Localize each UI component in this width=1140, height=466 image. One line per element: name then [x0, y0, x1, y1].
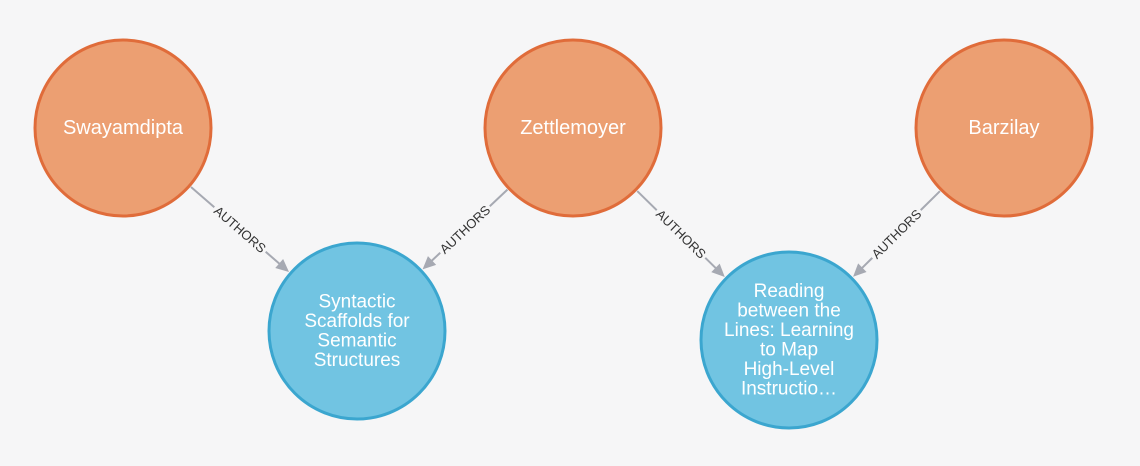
- arrowhead-icon: [422, 256, 437, 270]
- edge-zettlemoyer-paper-reading-between-lines[interactable]: AUTHORS: [636, 190, 725, 277]
- author-node-circle[interactable]: [914, 38, 1094, 218]
- edge-line: [265, 251, 283, 267]
- edge-label: AUTHORS: [869, 206, 925, 262]
- edge-line: [489, 188, 509, 207]
- edge-label: AUTHORS: [653, 206, 709, 261]
- author-node-circle[interactable]: [33, 38, 213, 218]
- node-label: to Map: [760, 339, 818, 360]
- node-barzilay[interactable]: Barzilay: [914, 38, 1094, 218]
- paper-node-circle[interactable]: [699, 250, 879, 430]
- node-label: Reading: [754, 281, 825, 302]
- node-label: between the: [737, 300, 841, 321]
- node-label: Semantic: [317, 330, 396, 351]
- node-swayamdipta[interactable]: Swayamdipta: [33, 38, 213, 218]
- edge-swayamdipta-paper-syntactic-scaffolds[interactable]: AUTHORS: [190, 186, 290, 273]
- author-node-circle[interactable]: [483, 38, 663, 218]
- node-label: Barzilay: [968, 117, 1039, 139]
- node-label: Zettlemoyer: [520, 117, 626, 139]
- edge-label: AUTHORS: [211, 203, 269, 256]
- arrowhead-icon: [711, 263, 725, 277]
- node-label: Lines: Learning: [724, 320, 854, 341]
- arrowhead-icon: [275, 258, 290, 273]
- node-label: Syntactic: [318, 291, 395, 312]
- paper-node-circle[interactable]: [267, 241, 447, 421]
- edge-label: AUTHORS: [437, 202, 494, 257]
- edge-barzilay-paper-reading-between-lines[interactable]: AUTHORS: [853, 190, 941, 277]
- node-zettlemoyer[interactable]: Zettlemoyer: [483, 38, 663, 218]
- edge-line: [920, 190, 941, 211]
- edge-line: [190, 186, 215, 208]
- node-label: Instructio…: [741, 378, 837, 399]
- edge-zettlemoyer-paper-syntactic-scaffolds[interactable]: AUTHORS: [422, 188, 509, 270]
- node-label: Structures: [314, 350, 401, 371]
- arrowhead-icon: [853, 263, 867, 277]
- node-label: Swayamdipta: [63, 117, 184, 139]
- node-label: High-Level: [744, 359, 835, 380]
- edge-line: [636, 190, 658, 211]
- node-label: Scaffolds for: [304, 311, 410, 332]
